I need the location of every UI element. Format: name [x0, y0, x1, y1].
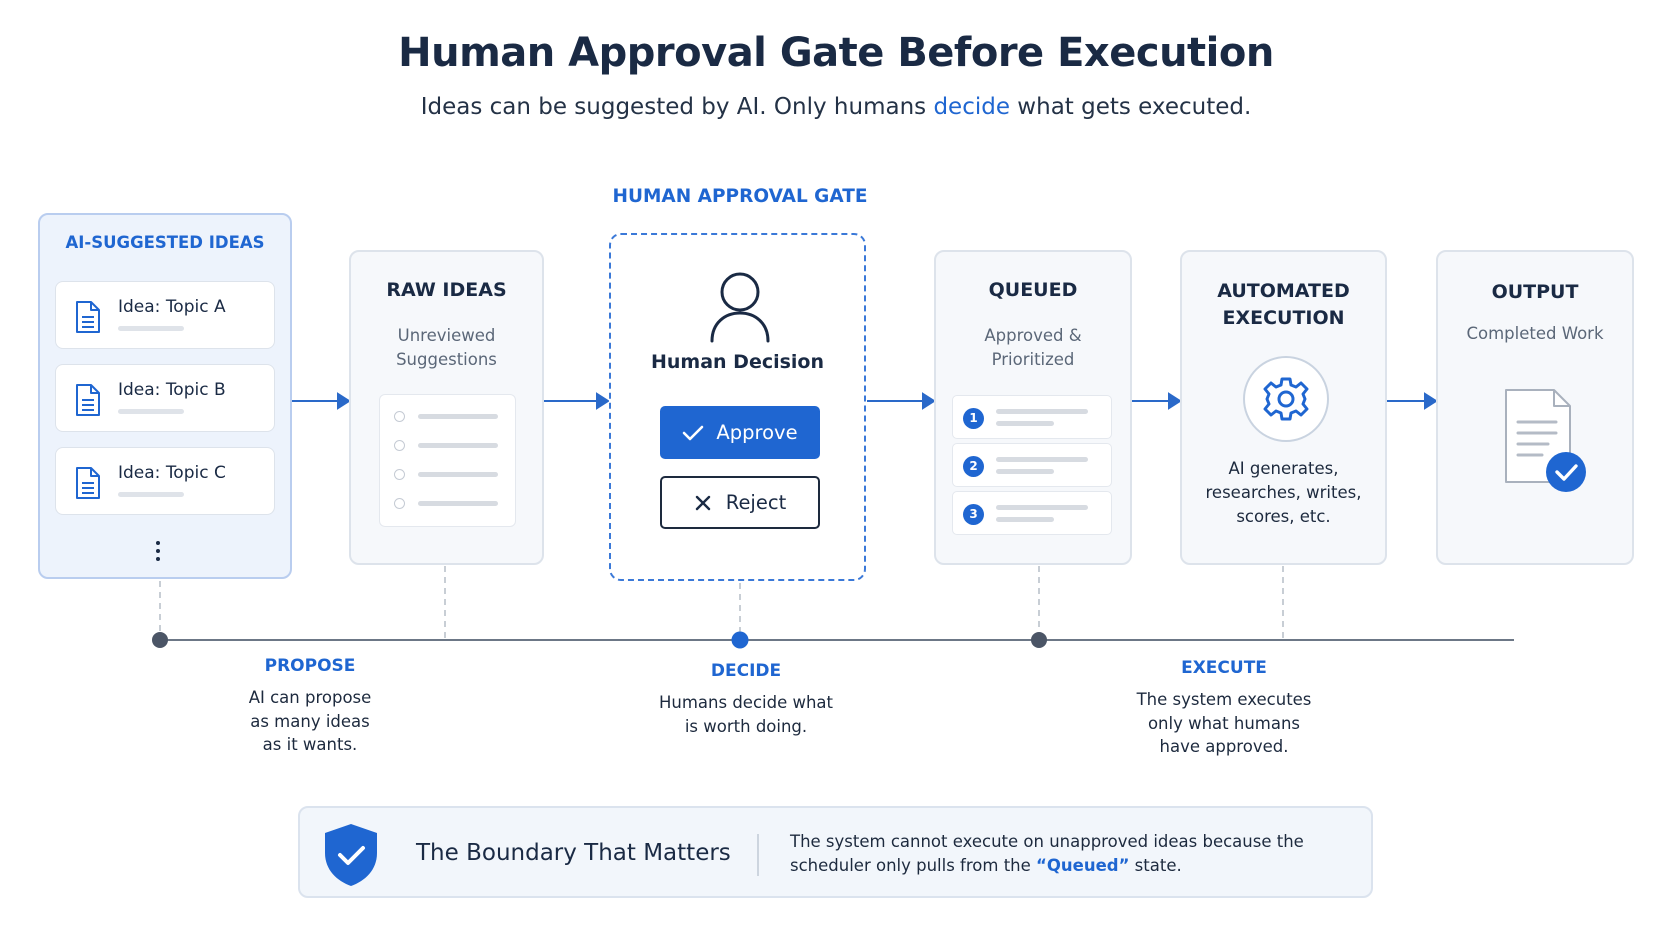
approve-button[interactable]: Approve: [660, 406, 820, 459]
arrow-ai-to-raw-head: [337, 392, 351, 410]
list-item: [394, 469, 514, 481]
boundary-divider: [757, 834, 759, 876]
queue-number-badge: 3: [963, 504, 984, 525]
queue-number-badge: 2: [963, 456, 984, 477]
boundary-text-start: scheduler only pulls from the: [790, 856, 1037, 875]
document-icon: [76, 384, 100, 416]
reject-label: Reject: [725, 491, 787, 514]
arrow-queued-to-exec-head: [1168, 392, 1182, 410]
idea-title: Idea: Topic B: [118, 380, 226, 400]
human-approval-gate: Human Decision Approve Reject: [609, 233, 866, 581]
execution-desc-line3: scores, etc.: [1236, 507, 1331, 526]
raw-ideas-subtitle-line2: Suggestions: [396, 350, 497, 369]
raw-ideas-list: [379, 394, 516, 527]
boundary-text: The system cannot execute on unapproved …: [790, 830, 1330, 878]
idea-title: Idea: Topic C: [118, 463, 226, 483]
raw-ideas-title: RAW IDEAS: [386, 279, 507, 301]
gear-icon: [1263, 377, 1309, 421]
execute-dot: [1031, 632, 1047, 648]
output-title: OUTPUT: [1491, 281, 1579, 303]
queued-item[interactable]: 3: [952, 491, 1112, 535]
close-icon: [695, 495, 710, 510]
stage-execute-title: EXECUTE: [1181, 658, 1267, 678]
person-icon: [710, 272, 770, 343]
queued-state-highlight: “Queued”: [1036, 856, 1130, 875]
arrow-exec-to-output-head: [1424, 392, 1438, 410]
queue-number-badge: 1: [963, 408, 984, 429]
execution-desc-line1: AI generates,: [1228, 459, 1339, 478]
ai-panel-label: AI-SUGGESTED IDEAS: [65, 233, 265, 252]
idea-placeholder-line: [118, 409, 184, 414]
decide-dot: [731, 631, 749, 649]
automated-execution-card: AUTOMATED EXECUTION AI generates, resear…: [1180, 250, 1387, 565]
stage-propose: PROPOSE AI can propose as many ideas as …: [210, 654, 410, 757]
subtitle-highlight: decide: [933, 94, 1010, 120]
stage-propose-desc: AI can propose as many ideas as it wants…: [248, 688, 372, 754]
page-title: Human Approval Gate Before Execution: [398, 30, 1274, 76]
arrow-raw-to-gate-head: [596, 392, 610, 410]
subtitle-text-end: what gets executed.: [1010, 94, 1252, 120]
boundary-text-line2: scheduler only pulls from the “Queued” s…: [790, 854, 1330, 878]
queued-subtitle-line1: Approved &: [984, 326, 1082, 345]
check-icon: [683, 425, 704, 440]
idea-title: Idea: Topic A: [118, 297, 226, 317]
shield-check-icon: [325, 824, 377, 886]
idea-card[interactable]: Idea: Topic B: [55, 364, 275, 432]
propose-dot: [152, 632, 168, 648]
document-icon: [76, 301, 100, 333]
execution-desc-line2: researches, writes,: [1205, 483, 1362, 502]
idea-placeholder-line: [118, 492, 184, 497]
queued-item[interactable]: 2: [952, 443, 1112, 487]
list-item: [394, 411, 514, 423]
stage-execute: EXECUTE The system executes only what hu…: [1104, 656, 1344, 759]
approve-label: Approve: [716, 421, 798, 444]
page-subtitle: Ideas can be suggested by AI. Only human…: [0, 94, 1672, 120]
raw-ideas-card: RAW IDEAS Unreviewed Suggestions: [349, 250, 544, 565]
arrow-gate-to-queued-head: [922, 392, 936, 410]
output-subtitle: Completed Work: [1466, 324, 1604, 343]
idea-card[interactable]: Idea: Topic C: [55, 447, 275, 515]
gate-title: Human Decision: [650, 351, 825, 373]
raw-ideas-subtitle-line1: Unreviewed: [397, 326, 496, 345]
completed-document-icon: [1505, 389, 1586, 492]
stage-decide-desc: Humans decide what is worth doing.: [658, 693, 834, 736]
boundary-text-line1: The system cannot execute on unapproved …: [790, 832, 1304, 851]
queued-item[interactable]: 1: [952, 395, 1112, 439]
queued-subtitle-line2: Prioritized: [991, 350, 1075, 369]
output-card: OUTPUT Completed Work: [1436, 250, 1634, 565]
more-ideas-icon[interactable]: [154, 541, 162, 565]
execution-title-line2: EXECUTION: [1222, 307, 1345, 329]
gear-badge: [1243, 356, 1329, 442]
idea-card[interactable]: Idea: Topic A: [55, 281, 275, 349]
execution-title-line1: AUTOMATED: [1217, 280, 1350, 302]
document-icon: [76, 467, 100, 499]
ai-suggested-ideas-panel: AI-SUGGESTED IDEAS Idea: Topic A Idea: T…: [38, 213, 292, 579]
stage-decide-title: DECIDE: [710, 661, 782, 681]
gate-label: HUMAN APPROVAL GATE: [612, 186, 868, 207]
stage-execute-desc: The system executes only what humans hav…: [1136, 690, 1312, 756]
idea-placeholder-line: [118, 326, 184, 331]
list-item: [394, 498, 514, 510]
queued-card: QUEUED Approved & Prioritized 1 2 3: [934, 250, 1132, 565]
stage-propose-title: PROPOSE: [264, 656, 356, 676]
boundary-title: The Boundary That Matters: [416, 840, 731, 866]
stage-decide: DECIDE Humans decide what is worth doing…: [630, 659, 862, 738]
queued-title: QUEUED: [988, 279, 1078, 301]
boundary-callout: The Boundary That Matters The system can…: [298, 806, 1373, 898]
boundary-text-end: state.: [1129, 856, 1182, 875]
list-item: [394, 440, 514, 452]
reject-button[interactable]: Reject: [660, 476, 820, 529]
subtitle-text-start: Ideas can be suggested by AI. Only human…: [420, 94, 934, 120]
